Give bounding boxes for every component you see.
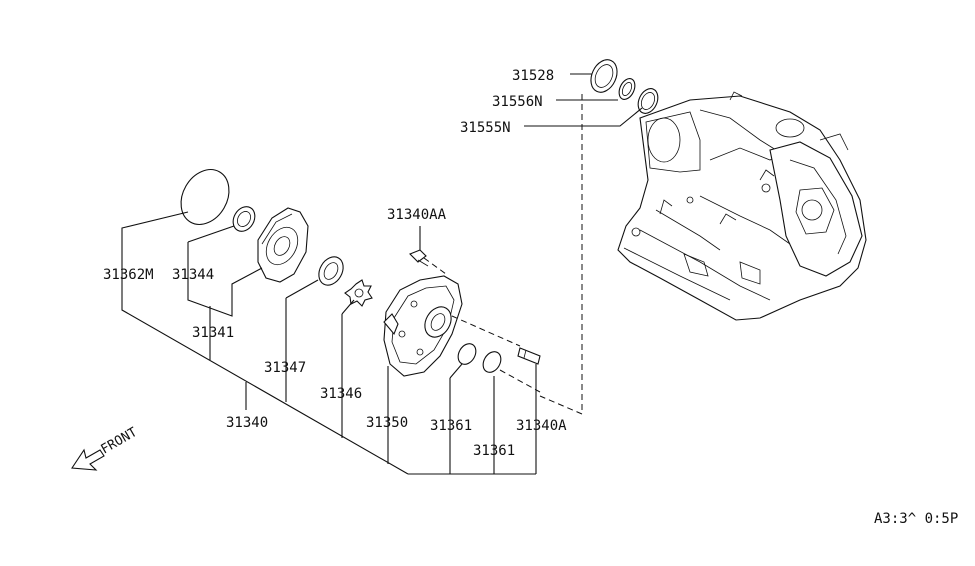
seal-31555N [637,88,659,114]
label-31340: 31340 [226,415,268,431]
outer-gear-31347 [318,256,344,286]
seal-31344 [232,206,256,232]
label-31340A: 31340A [516,418,567,434]
pump-body-31350 [383,275,463,377]
seal-31528 [590,59,618,93]
label-31341: 31341 [192,325,234,341]
label-31350: 31350 [366,415,408,431]
label-31362M: 31362M [103,267,154,283]
bolt-31340AA [409,249,429,267]
diagram-code: A3:3^ 0:5P [874,511,958,527]
label-31361-b: 31361 [473,443,515,459]
leader-lines [121,73,643,475]
label-31556N: 31556N [492,94,543,110]
label-31361-a: 31361 [430,418,472,434]
label-31555N: 31555N [460,120,511,136]
label-31344: 31344 [172,267,214,283]
oring-31361-a [457,343,477,365]
label-31528: 31528 [512,68,554,84]
dash-line-housing [539,94,583,415]
label-31347: 31347 [264,360,306,376]
inner-gear-31346 [344,279,373,307]
front-arrow-icon [71,448,105,471]
dash-line-orings [499,369,541,393]
label-31340AA: 31340AA [387,207,447,223]
dash-line-bolt-aa [423,257,447,275]
label-31346: 31346 [320,386,362,402]
oring-31362M [180,169,230,225]
oring-31361-b [482,351,502,373]
front-label: FRONT [99,425,141,458]
transaxle-housing [617,91,867,321]
front-indicator: FRONT [71,425,141,471]
bolt-31340A [517,347,541,365]
pump-cover-31341 [257,207,309,283]
dash-line-bolt-a [451,315,521,347]
seal-31556N [618,78,636,100]
